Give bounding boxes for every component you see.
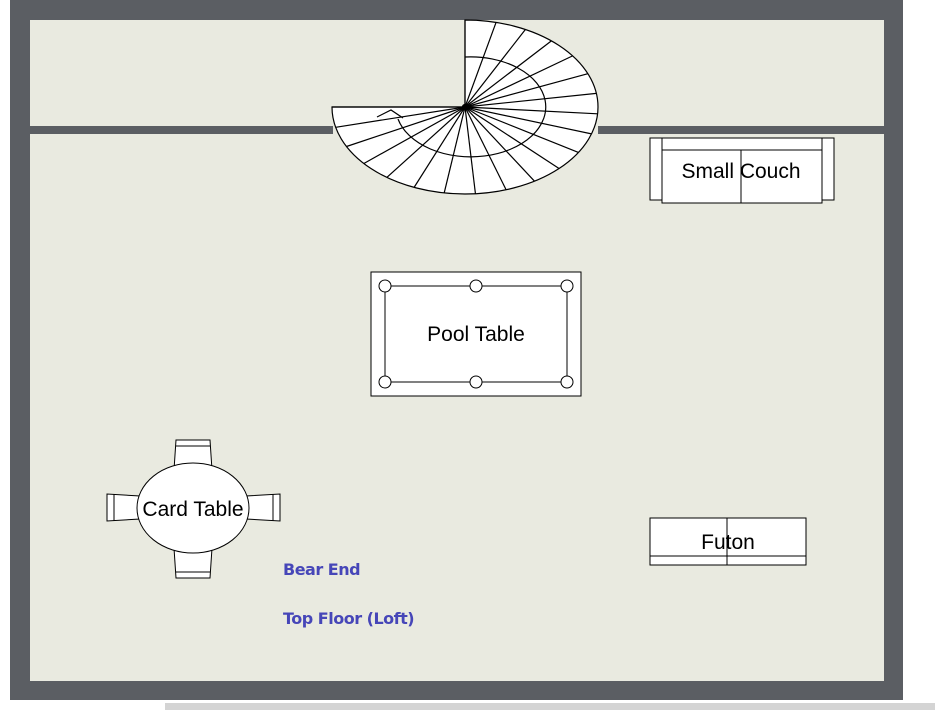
- stair-tread: [464, 73, 589, 108]
- stair-tread: [464, 40, 552, 108]
- stair-tread: [464, 106, 598, 115]
- small-couch-label: Small Couch: [681, 160, 800, 183]
- stair-tread: [464, 106, 592, 135]
- stair-tread: [464, 22, 497, 108]
- stair-walkline: [397, 56, 547, 158]
- stair-tread: [386, 106, 466, 178]
- stair-tread: [464, 92, 597, 108]
- stair-tread: [346, 106, 466, 148]
- bear-end-note: Bear End: [283, 560, 360, 579]
- stair-tread: [464, 29, 526, 108]
- stair-tread: [413, 106, 466, 188]
- stair-direction-arrow-icon: [376, 109, 404, 119]
- futon-label: Futon: [701, 531, 755, 554]
- pool-table-label: Pool Table: [427, 323, 525, 346]
- stair-tread: [464, 55, 573, 108]
- small-couch[interactable]: Small Couch: [649, 137, 835, 204]
- card-table[interactable]: Card Table: [106, 439, 281, 579]
- spiral-staircase[interactable]: [331, 19, 599, 195]
- partition-wall-right: [598, 126, 884, 134]
- stair-center-post: [461, 103, 469, 111]
- stair-tread: [464, 106, 579, 154]
- futon[interactable]: Futon: [649, 517, 807, 566]
- stair-tread: [335, 106, 466, 128]
- stair-tread: [443, 106, 466, 194]
- stair-tread: [464, 106, 477, 194]
- horizontal-scrollbar[interactable]: [165, 703, 935, 710]
- stair-tread: [464, 106, 535, 182]
- floor-name-note: Top Floor (Loft): [283, 609, 414, 628]
- pool-table[interactable]: Pool Table: [370, 271, 582, 397]
- stair-tread: [464, 106, 560, 170]
- partition-wall-left: [30, 126, 333, 134]
- card-table-label: Card Table: [142, 498, 243, 521]
- stair-tread: [363, 106, 466, 165]
- stair-tread: [464, 106, 507, 191]
